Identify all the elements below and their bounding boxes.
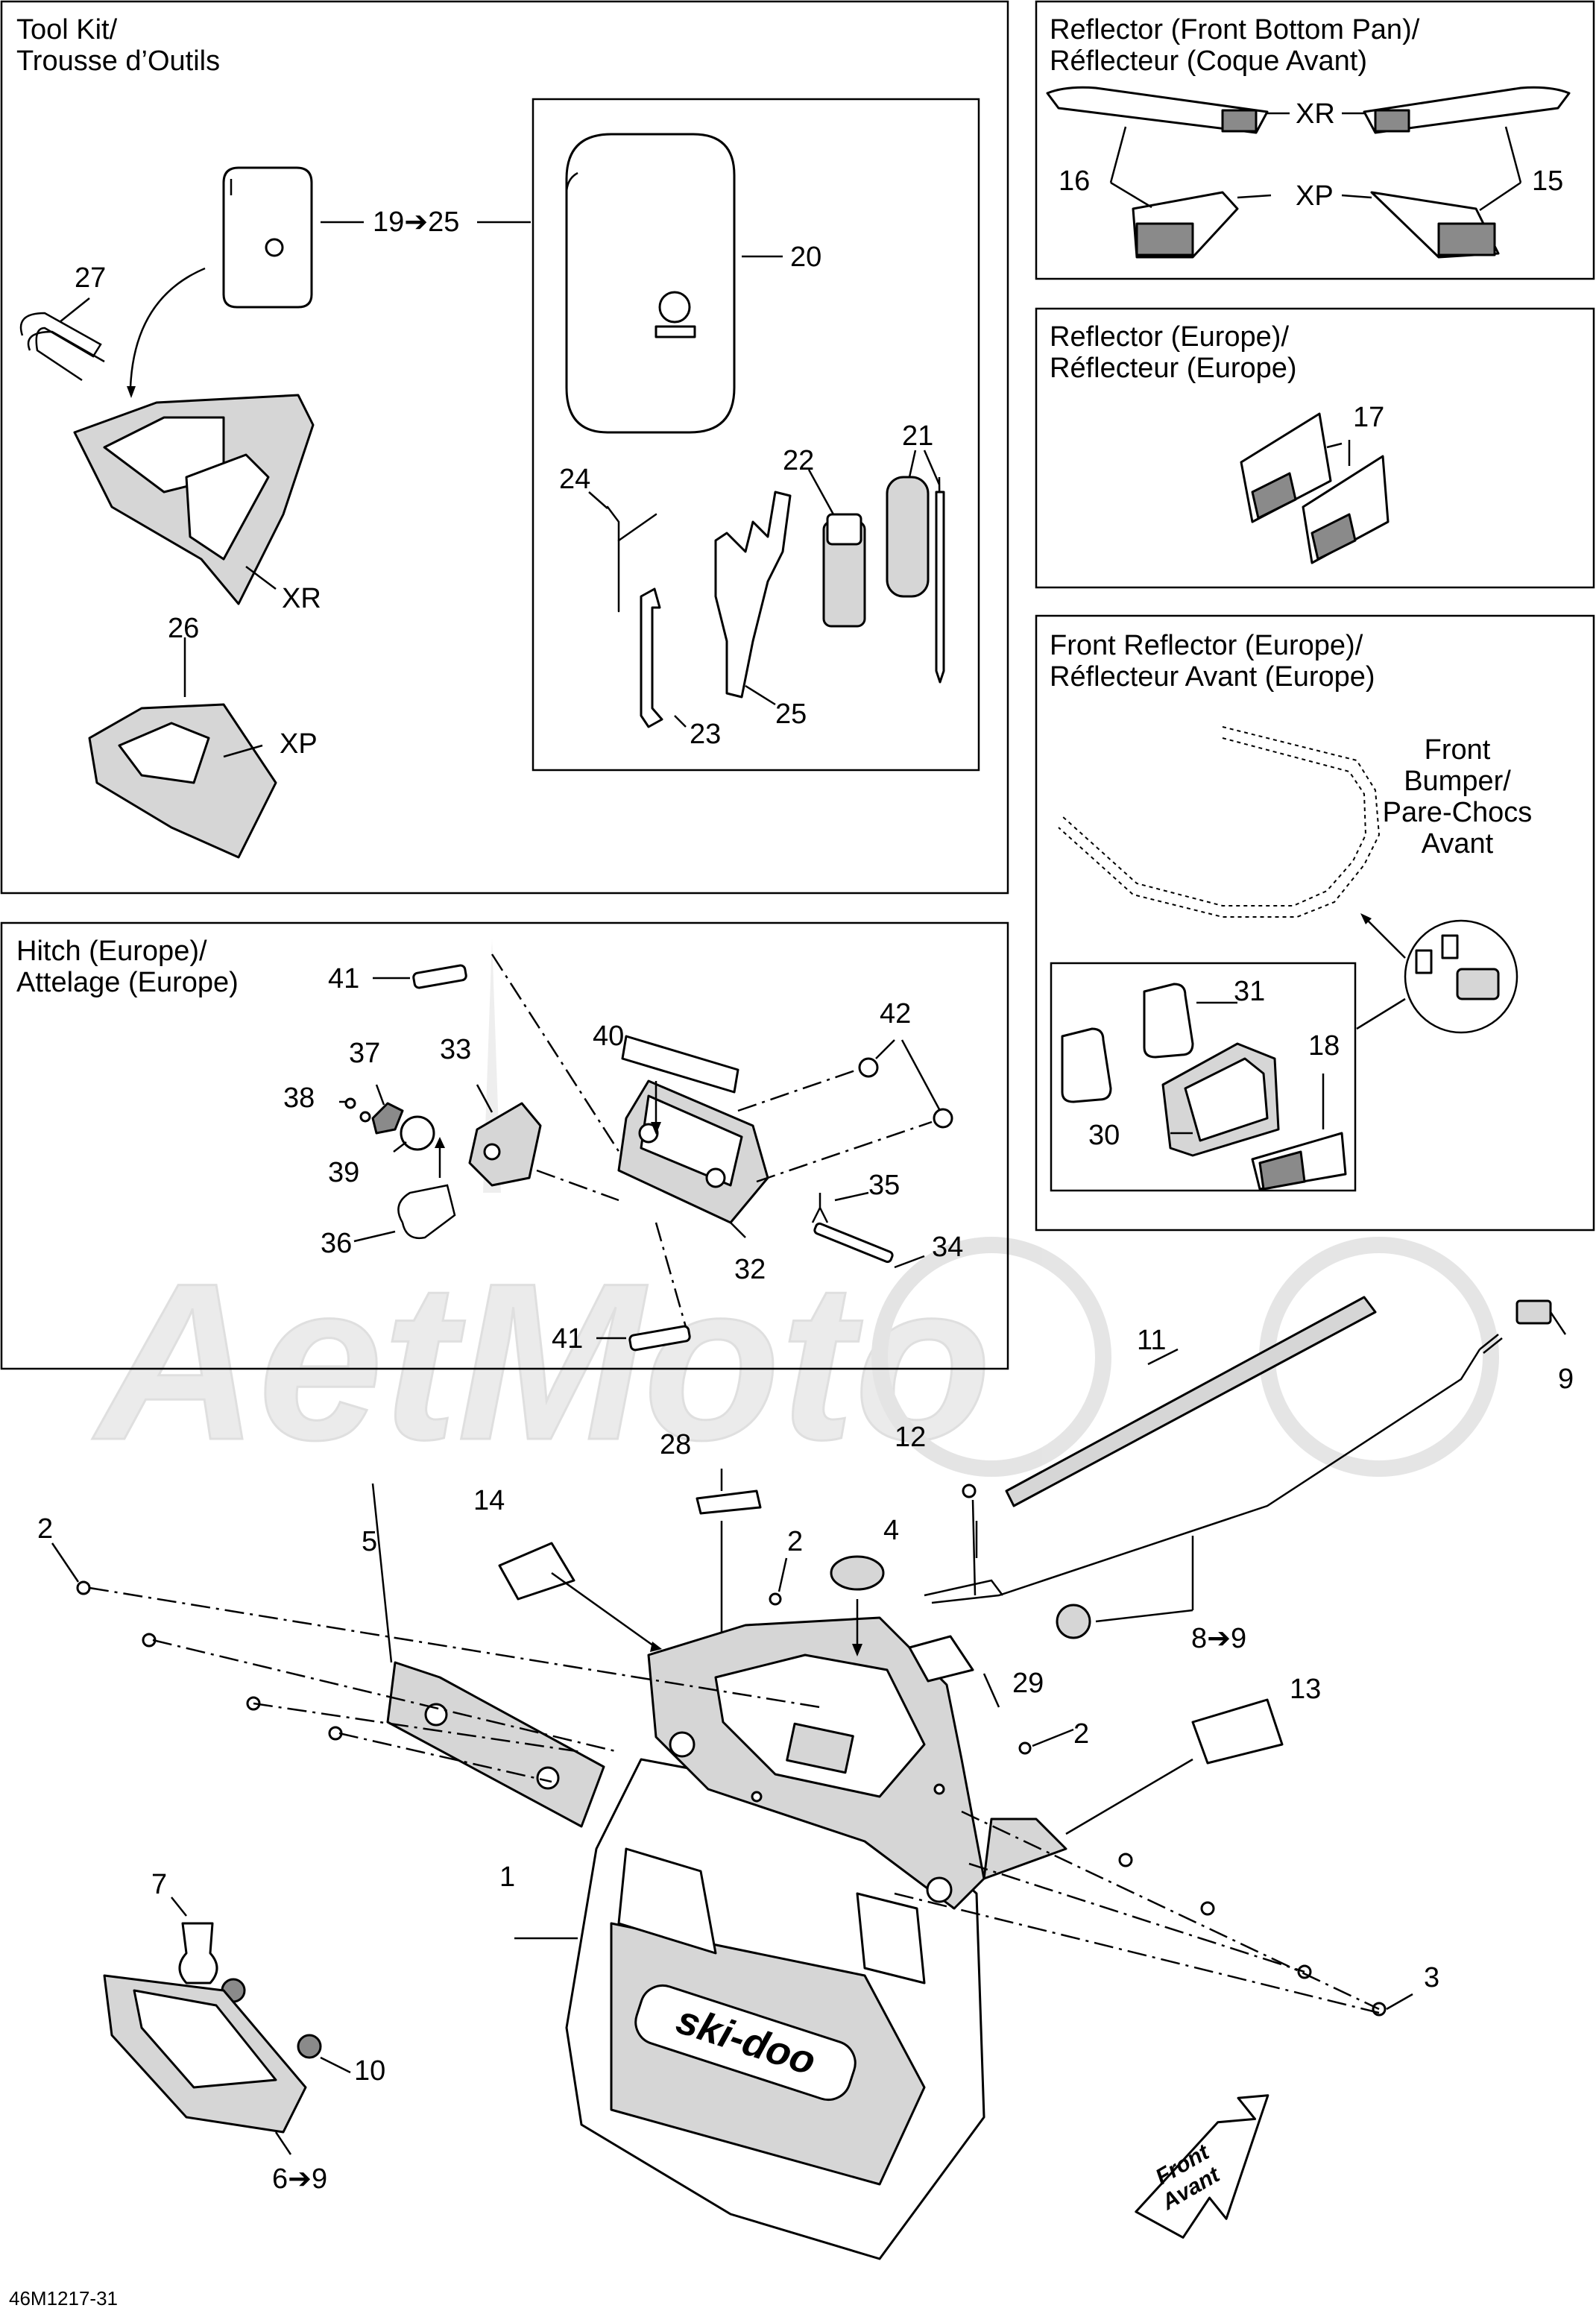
callout-22: 22 xyxy=(783,445,814,476)
tool-kit-title-en: Tool Kit/ xyxy=(16,14,118,45)
hitch-europe-title-en: Hitch (Europe)/ xyxy=(16,936,207,967)
callout-13: 13 xyxy=(1290,1674,1321,1705)
callout-2-right: 2 xyxy=(1073,1718,1089,1750)
callout-12: 12 xyxy=(895,1422,926,1453)
tool-kit-title-fr: Trousse d’Outils xyxy=(16,45,220,77)
callout-17: 17 xyxy=(1353,402,1384,433)
reflector-front-bottom-title-fr: Réflecteur (Coque Avant) xyxy=(1050,45,1367,77)
callout-34: 34 xyxy=(932,1232,963,1263)
callout-41-bottom: 41 xyxy=(552,1323,583,1355)
front-bumper-line-1: Front xyxy=(1425,734,1491,766)
main-assembly: ski-doo xyxy=(51,1296,1567,2260)
reflector-europe-title-fr: Réflecteur (Europe) xyxy=(1050,353,1297,384)
reflector-europe-box xyxy=(1035,307,1595,589)
front-bumper-line-4: Avant xyxy=(1422,828,1494,860)
hitch-europe-group xyxy=(339,953,953,1352)
callout-31: 31 xyxy=(1234,976,1265,1007)
callout-14: 14 xyxy=(473,1485,505,1516)
callout-41-top: 41 xyxy=(328,963,359,994)
variant-xp-tool: XP xyxy=(280,728,318,760)
callout-42: 42 xyxy=(880,998,911,1030)
reflector-front-bottom-title-en: Reflector (Front Bottom Pan)/ xyxy=(1050,14,1420,45)
callout-24: 24 xyxy=(559,464,590,495)
front-bumper-line-2: Bumper/ xyxy=(1404,766,1511,797)
hitch-europe-title-fr: Attelage (Europe) xyxy=(16,967,239,998)
front-bumper-line-3: Pare-Chocs xyxy=(1383,797,1533,828)
callout-29: 29 xyxy=(1012,1668,1044,1699)
callout-35: 35 xyxy=(868,1170,900,1201)
callout-37: 37 xyxy=(349,1038,380,1069)
front-reflector-europe-group xyxy=(1058,726,1518,1191)
callout-20: 20 xyxy=(790,242,821,273)
variant-xr-reflector: XR xyxy=(1296,98,1335,130)
watermark-text: AetMoto xyxy=(90,1236,991,1487)
callout-6: 6➔9 xyxy=(272,2163,327,2195)
tool-kit-box xyxy=(0,0,1009,895)
callout-36: 36 xyxy=(321,1228,352,1259)
callout-4: 4 xyxy=(883,1515,899,1546)
hitch-europe-box xyxy=(0,921,1009,1370)
variant-xr-tool: XR xyxy=(282,583,321,614)
callout-19: 19➔25 xyxy=(373,207,459,238)
callout-40: 40 xyxy=(593,1021,624,1052)
front-reflector-europe-box xyxy=(1035,614,1595,1232)
front-reflector-inner-box xyxy=(1050,962,1357,1192)
callout-28: 28 xyxy=(660,1429,691,1460)
reflector-europe-title-en: Reflector (Europe)/ xyxy=(1050,321,1289,353)
callout-5: 5 xyxy=(362,1526,377,1557)
callout-38: 38 xyxy=(283,1082,315,1114)
callout-32: 32 xyxy=(734,1254,766,1285)
callout-2-left: 2 xyxy=(37,1513,53,1545)
callout-10: 10 xyxy=(354,2055,385,2087)
callout-3: 3 xyxy=(1424,1962,1439,1993)
callout-7: 7 xyxy=(151,1869,167,1900)
watermark: AetMoto xyxy=(89,939,1499,1488)
callout-11: 11 xyxy=(1137,1325,1166,1356)
callout-21: 21 xyxy=(902,420,933,452)
tool-kit-inner-box xyxy=(532,98,980,772)
reflector-front-bottom-box xyxy=(1035,0,1595,280)
reflector-front-bottom-group xyxy=(1046,86,1571,259)
callout-25: 25 xyxy=(775,699,807,730)
callout-33: 33 xyxy=(440,1034,471,1065)
callout-23: 23 xyxy=(690,719,721,750)
front-reflector-europe-title-en: Front Reflector (Europe)/ xyxy=(1050,630,1363,661)
callout-16: 16 xyxy=(1059,165,1090,197)
callout-30: 30 xyxy=(1088,1120,1120,1151)
callout-2-mid: 2 xyxy=(787,1526,803,1557)
reflector-europe-group xyxy=(1240,412,1390,564)
figure-code: 46M1217-31 xyxy=(9,2287,118,2310)
callout-1: 1 xyxy=(499,1861,515,1893)
callout-39: 39 xyxy=(328,1157,359,1188)
callout-18: 18 xyxy=(1308,1030,1340,1062)
callout-8: 8➔9 xyxy=(1191,1623,1246,1654)
callout-27: 27 xyxy=(75,262,106,294)
front-reflector-europe-title-fr: Réflecteur Avant (Europe) xyxy=(1050,661,1375,693)
callout-9: 9 xyxy=(1558,1364,1574,1395)
tool-kit-group xyxy=(19,133,945,859)
variant-xp-reflector: XP xyxy=(1296,180,1334,212)
callout-26: 26 xyxy=(168,613,199,644)
callout-15: 15 xyxy=(1532,165,1563,197)
